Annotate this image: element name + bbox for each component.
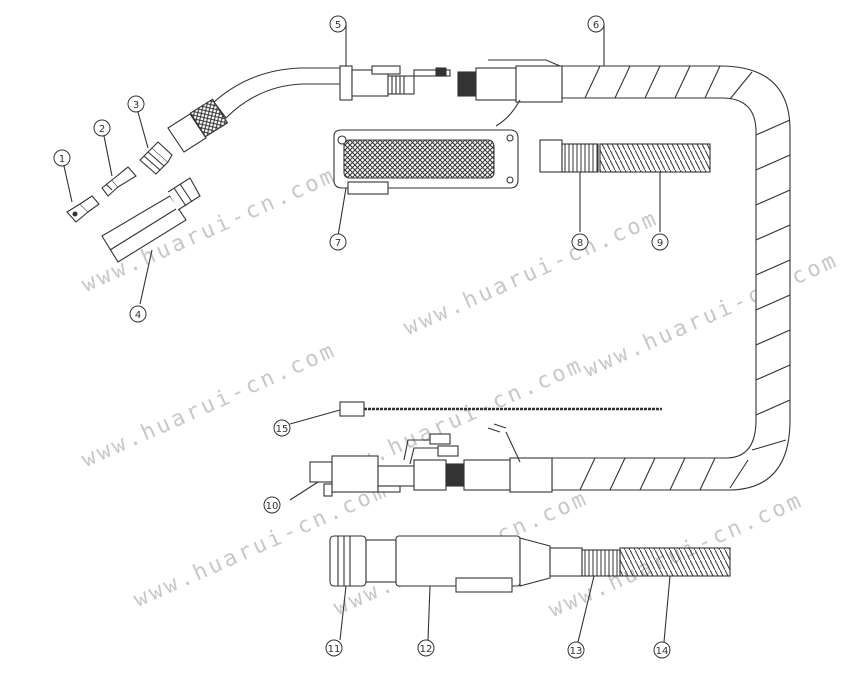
callout-3-label: 3	[133, 100, 139, 111]
part-3-gas-diffuser	[139, 141, 173, 175]
callout-12: 12	[417, 639, 435, 657]
callout-7: 7	[329, 233, 347, 251]
callout-15: 15	[273, 419, 291, 437]
part-2-tip-holder	[101, 166, 137, 197]
part-7-handle-half	[333, 129, 519, 237]
callout-2-label: 2	[99, 124, 105, 135]
part-5-swan-neck	[167, 22, 451, 153]
part-13-rear-coupling	[577, 549, 621, 643]
callout-2: 2	[93, 119, 111, 137]
callout-12-label: 12	[420, 644, 433, 655]
callout-11-label: 11	[328, 644, 341, 655]
part-1-contact-tip	[66, 195, 100, 223]
part-11-rear-nut	[329, 535, 367, 641]
callout-1: 1	[53, 149, 71, 167]
callout-14: 14	[653, 641, 671, 659]
part-12-handle-body	[365, 535, 583, 641]
callout-13-label: 13	[570, 646, 583, 657]
callout-4: 4	[129, 305, 147, 323]
callout-6: 6	[587, 15, 605, 33]
callout-9: 9	[651, 233, 669, 251]
callout-8-label: 8	[577, 238, 583, 249]
callout-7-label: 7	[335, 238, 341, 249]
callout-15-label: 15	[276, 424, 289, 435]
part-14-rear-spring	[619, 547, 731, 643]
part-4-nozzle	[101, 177, 201, 263]
part-8-coupling	[539, 139, 599, 232]
callout-14-label: 14	[656, 646, 669, 657]
callout-10-label: 10	[266, 501, 279, 512]
callout-9-label: 9	[657, 238, 663, 249]
callout-4-label: 4	[135, 310, 141, 321]
callout-13: 13	[567, 641, 585, 659]
part-6-cable-assembly	[457, 24, 791, 491]
callout-3: 3	[127, 95, 145, 113]
callout-5-label: 5	[335, 20, 341, 31]
callout-11: 11	[325, 639, 343, 657]
part-10-rear-connector	[289, 423, 553, 501]
callout-10: 10	[263, 496, 281, 514]
part-9-spring	[599, 143, 711, 232]
callout-5: 5	[329, 15, 347, 33]
callout-1-label: 1	[59, 154, 65, 165]
callout-8: 8	[571, 233, 589, 251]
callout-6-label: 6	[593, 20, 599, 31]
part-15-liner	[289, 401, 662, 425]
